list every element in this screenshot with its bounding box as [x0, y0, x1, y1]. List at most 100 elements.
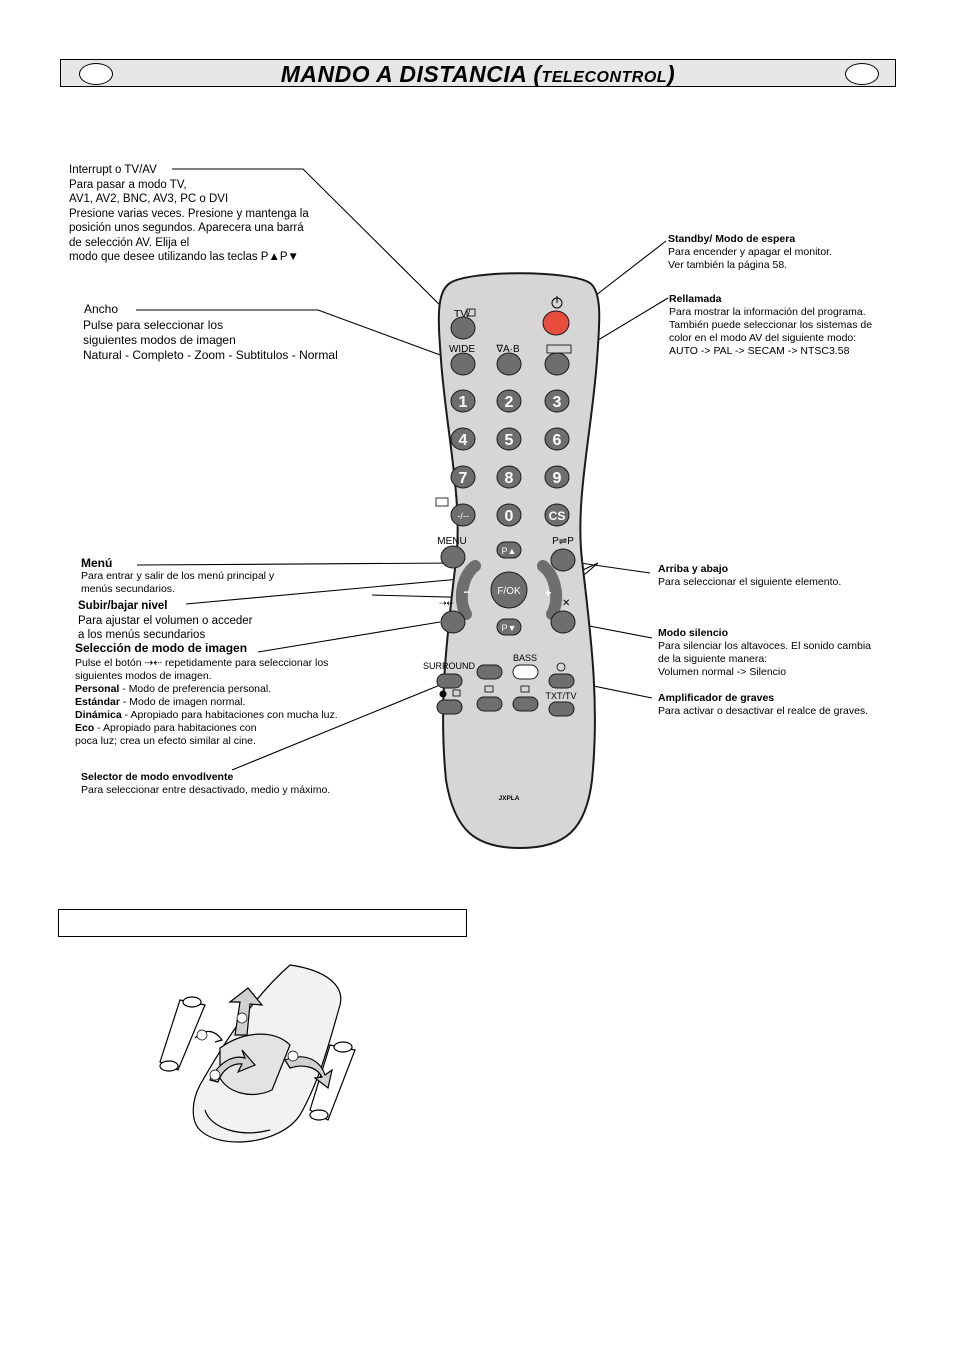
digit-2-button[interactable]: [496, 389, 522, 413]
digit-label: 2: [505, 394, 514, 411]
recall-title: Rellamada: [669, 293, 722, 305]
digit-7-button[interactable]: [450, 465, 476, 489]
digit-5-button[interactable]: [496, 427, 522, 451]
recall-line: También puede seleccionar los sistemas d…: [669, 319, 873, 331]
cs-label: CS: [549, 509, 566, 523]
arrow-3-icon: [284, 1056, 333, 1090]
digit-label: 4: [459, 432, 468, 449]
picture-mode-item: Eco - Apropiado para habitaciones con: [75, 722, 257, 734]
arrow-1-icon: [209, 1049, 256, 1083]
digit-label: 7: [459, 470, 468, 487]
updown-line: Para seleccionar el siguiente elemento.: [658, 576, 842, 588]
recall-line: AUTO -> PAL -> SECAM -> NTSC3.58: [669, 345, 850, 357]
digit-label: 9: [553, 470, 562, 487]
wide-button[interactable]: [450, 352, 476, 376]
annotation-recall: Rellamada Para mostrar la información de…: [669, 293, 872, 358]
fok-label: F/OK: [497, 586, 521, 597]
vol-plus-button[interactable]: [537, 560, 563, 620]
picture-mode-line: siguientes modos de imagen.: [75, 670, 212, 682]
annotation-updown: Arriba y abajo Para seleccionar el sigui…: [658, 563, 841, 589]
timer-button[interactable]: [548, 673, 575, 689]
size-button[interactable]: [476, 696, 503, 712]
surround-title: Selector de modo envodlvente: [81, 771, 234, 783]
reveal-button[interactable]: [436, 699, 463, 715]
picture-mode-button[interactable]: [440, 610, 466, 634]
power-button[interactable]: [542, 310, 570, 336]
recall-button[interactable]: [544, 352, 570, 376]
volume-line: a los menús secundarios: [78, 629, 206, 641]
digit-3-button[interactable]: [544, 389, 570, 413]
digit-9-button[interactable]: [544, 465, 570, 489]
p-up-label: P▲: [502, 546, 517, 556]
pp-button[interactable]: [550, 548, 576, 572]
standby-title: Standby/ Modo de espera: [668, 233, 796, 245]
cs-button[interactable]: [544, 503, 570, 527]
tvav-line: Para pasar a modo TV,: [69, 178, 187, 191]
recall-line: color en el modo AV del siguiente modo:: [669, 332, 857, 344]
tvav-title: Interrupt o TV/AV: [69, 164, 157, 176]
size-icon: [484, 685, 494, 693]
tvav-line: modo que desee utilizando las teclas P▲P…: [69, 251, 299, 263]
annotation-picture-mode: Selección de modo de imagen Pulse el bot…: [75, 642, 338, 748]
teletext-button-1[interactable]: [476, 664, 503, 680]
vol-plus-label: +: [544, 586, 551, 600]
ab-button[interactable]: [496, 352, 522, 376]
surround-label: SURROUND: [423, 661, 476, 671]
txttv-button[interactable]: [548, 701, 575, 717]
fok-button[interactable]: [490, 571, 528, 609]
battery-left-icon: [159, 996, 206, 1072]
p-down-button[interactable]: [496, 618, 522, 636]
tvav-line: de selección AV. Elija el: [69, 236, 190, 249]
surround-line: Para seleccionar entre desactivado, medi…: [81, 784, 331, 796]
annotation-mute: Modo silencio Para silenciar los altavoc…: [658, 627, 871, 679]
mute-title: Modo silencio: [658, 627, 729, 639]
remote-edge: [204, 1109, 271, 1134]
picture-mode-item: Estándar - Modo de imagen normal.: [75, 696, 246, 708]
annotation-menu: Menú Para entrar y salir de los menú pri…: [81, 557, 274, 596]
dash-label: -/--: [457, 511, 469, 521]
timer-icon: [556, 662, 566, 672]
digit-label: 5: [505, 432, 514, 449]
hold-button[interactable]: [512, 696, 539, 712]
hold-icon: [520, 685, 530, 693]
menu-button[interactable]: [440, 545, 466, 569]
ab-label: ∇A·B: [495, 344, 520, 355]
annotation-bass: Amplificador de graves Para activar o de…: [658, 692, 868, 718]
reveal-icon: [439, 690, 447, 698]
battery-right-icon: [309, 1041, 356, 1121]
txttv-label: TXT/TV: [546, 691, 577, 701]
battery-section-header: [58, 909, 467, 937]
digit-1-button[interactable]: [450, 389, 476, 413]
mute-icon: ✕: [562, 598, 570, 609]
digit-label: 6: [553, 432, 562, 449]
picture-mode-title: Selección de modo de imagen: [75, 641, 248, 655]
tvav-line: Presione varias veces. Presione y manten…: [69, 207, 309, 220]
volume-line: Para ajustar el volumen o acceder: [78, 614, 253, 627]
picture-mode-item: Personal - Modo de preferencia personal.: [75, 683, 272, 695]
surround-button[interactable]: [436, 673, 463, 689]
bass-label: BASS: [513, 653, 537, 663]
tvav-button[interactable]: [450, 316, 476, 340]
mute-line: Para silenciar los altavoces. El sonido …: [658, 640, 872, 652]
p-up-button[interactable]: [496, 541, 522, 559]
right-oval-icon: [845, 63, 879, 85]
digit-4-button[interactable]: [450, 427, 476, 451]
picture-mode-icon: ⇢⇠: [439, 598, 455, 608]
dash-button[interactable]: [450, 503, 476, 527]
vol-minus-button[interactable]: [455, 560, 481, 620]
digit-label: 0: [505, 508, 514, 525]
digit-8-button[interactable]: [496, 465, 522, 489]
annotation-wide-body: Pulse para seleccionar los siguientes mo…: [83, 318, 338, 363]
wide-line: Pulse para seleccionar los: [83, 318, 224, 332]
title-bar: MANDO A DISTANCIA (TELECONTROL): [60, 59, 896, 87]
digit-label: 3: [553, 394, 562, 411]
digit-0-button[interactable]: [496, 503, 522, 527]
bass-button[interactable]: [512, 664, 539, 680]
digit-keypad: 1 2 3 4 5 6 7 8 9 -/-- 0 CS: [435, 389, 570, 527]
picture-mode-line: Pulse el botón ⇢⇠ repetidamente para sel…: [75, 657, 329, 669]
arrow-2-icon: [228, 987, 264, 1036]
volume-title: Subir/bajar nivel: [78, 600, 168, 612]
digit-6-button[interactable]: [544, 427, 570, 451]
bass-line: Para activar o desactivar el realce de g…: [658, 705, 869, 717]
mute-button[interactable]: [550, 610, 576, 634]
